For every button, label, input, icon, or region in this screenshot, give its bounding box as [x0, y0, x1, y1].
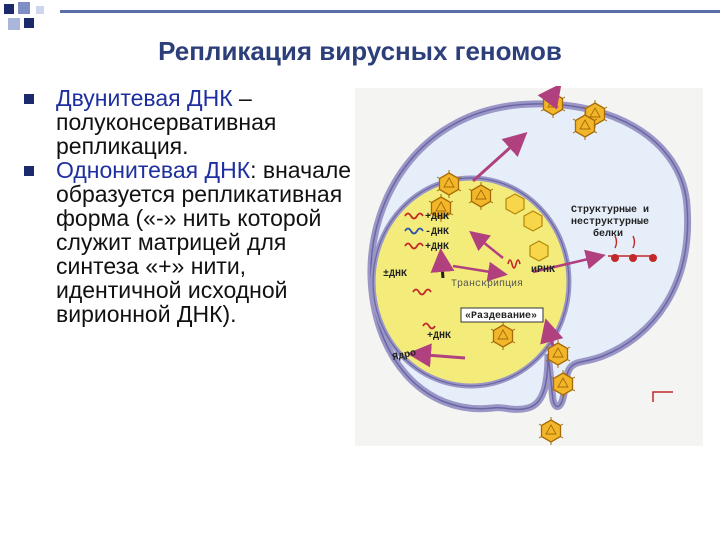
label-plus-dna: +ДНК [427, 331, 451, 342]
capsid-icon [523, 210, 543, 232]
bullet-marker [24, 94, 34, 104]
capsid-icon [529, 240, 549, 262]
label-uncoating: «Раздевание» [465, 311, 537, 322]
page-title: Репликация вирусных геномов [158, 36, 562, 66]
label-transcription: Транскрипция [451, 279, 523, 290]
label-structural-proteins: белки [593, 227, 623, 240]
bullet-highlight: Двунитевая ДНК [56, 85, 233, 111]
label-nucleus: Ядро [392, 348, 418, 364]
label-mrna: иРНК [531, 265, 555, 276]
label-minus-dna: -ДНК [425, 227, 449, 238]
label-plus-dna: +ДНК [425, 242, 449, 253]
uncoating-box [460, 307, 544, 323]
bullet-marker [24, 166, 34, 176]
bullet-text: : вначале образуется репликативная форма… [56, 157, 352, 327]
label-structural-proteins: неструктурные [571, 217, 649, 228]
bullet-item-ssdna: Однонитевая ДНК: вначале образуется репл… [18, 158, 353, 326]
replication-diagram: +ДНК -ДНК +ДНК ±ДНК Транскрипция иРНК Ст… [355, 86, 703, 446]
bullet-item-dsdna: Двунитевая ДНК – полуконсервативная репл… [18, 86, 353, 158]
label-structural-proteins: Структурные и [571, 205, 649, 216]
decorative-squares [4, 2, 44, 30]
header-rule [60, 10, 720, 13]
bullet-highlight: Однонитевая ДНК [56, 157, 251, 183]
capsid-icon [505, 193, 525, 215]
label-pm-dna: ±ДНК [383, 269, 407, 280]
label-plus-dna: +ДНК [425, 212, 449, 223]
bullet-list: Двунитевая ДНК – полуконсервативная репл… [18, 86, 353, 326]
bullet-text: – полуконсервативная репликация. [56, 85, 277, 159]
